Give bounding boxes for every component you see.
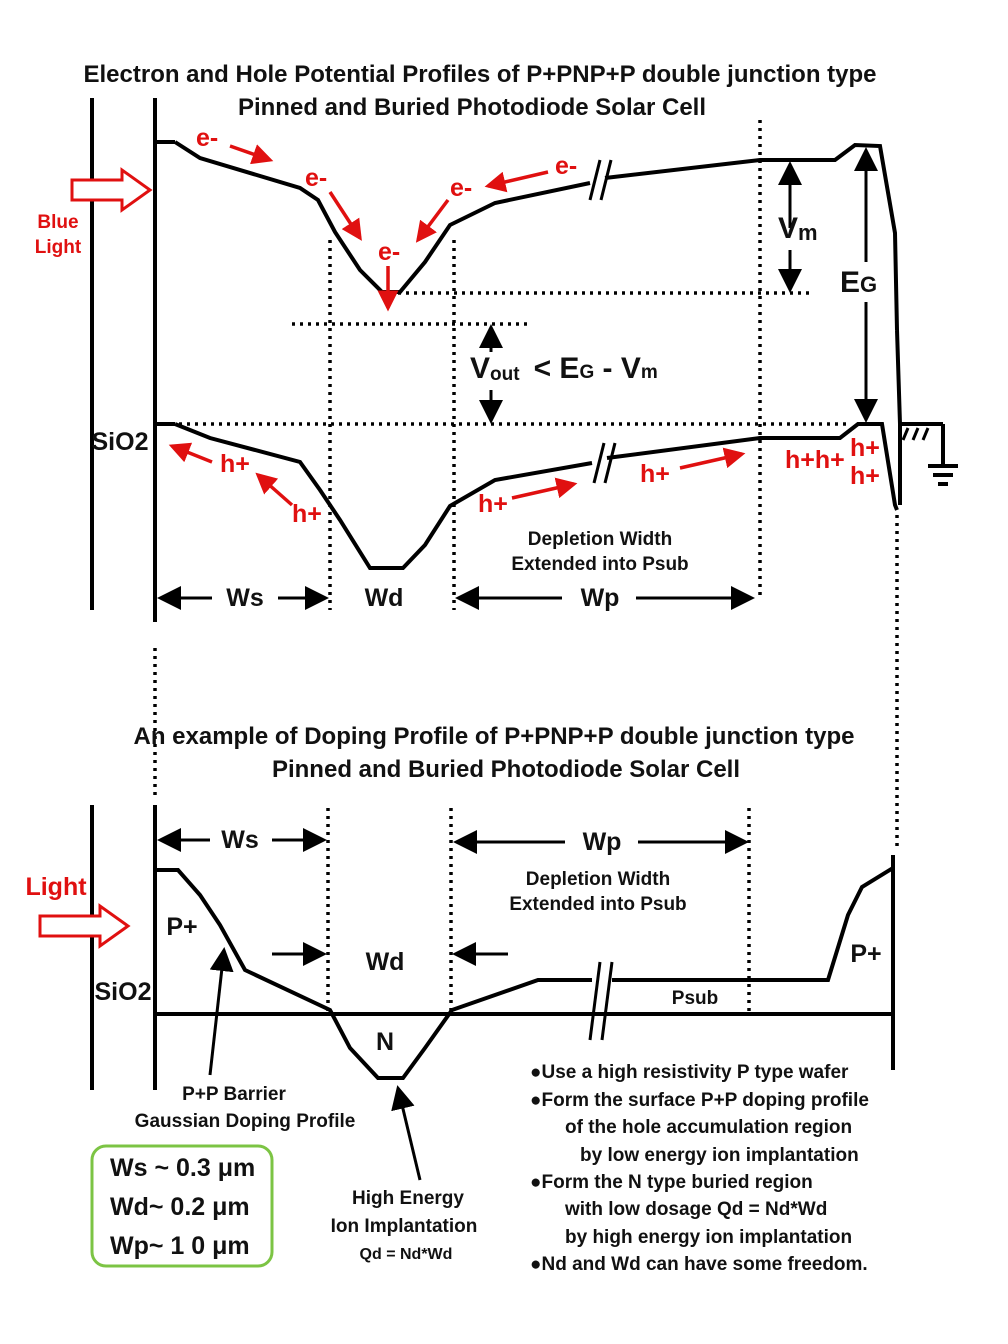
note-line: ●Form the N type buried region <box>530 1172 813 1193</box>
hole-label: h+ <box>850 462 880 490</box>
eg-label: EG <box>840 266 877 299</box>
electron-arrow <box>229 144 274 165</box>
hole-label: h+ <box>292 500 322 528</box>
top-depletion-label-1: Depletion Width <box>528 529 672 550</box>
hole-label: h+ <box>220 450 250 478</box>
barrier-pointer-arrow <box>208 947 234 1076</box>
break-mark <box>592 442 606 484</box>
barrier-label-1: P+P Barrier <box>182 1084 286 1105</box>
hole-cluster-label: h+h+ <box>785 446 845 474</box>
note-line: by low energy ion implantation <box>580 1145 859 1166</box>
electron-label: e- <box>196 124 218 152</box>
bottom-wp-label: Wp <box>583 828 622 856</box>
valence-band-right <box>606 422 899 511</box>
bottom-sio2-label: SiO2 <box>95 978 152 1006</box>
break-mark <box>603 442 617 484</box>
hole-arrow <box>511 477 578 500</box>
n-region-label: N <box>376 1028 394 1056</box>
top-title-line1: Electron and Hole Potential Profiles of … <box>83 61 876 88</box>
hole-label: h+ <box>478 490 508 518</box>
valence-band-left <box>174 422 593 570</box>
break-mark <box>588 961 602 1041</box>
break-mark <box>600 961 614 1041</box>
param-ws: Ws ~ 0.3 μm <box>110 1154 255 1182</box>
doping-profile-right <box>612 866 895 982</box>
electron-label: e- <box>555 152 577 180</box>
barrier-label-2: Gaussian Doping Profile <box>135 1111 356 1132</box>
note-line: of the hole accumulation region <box>565 1117 852 1138</box>
top-diagram: Electron and Hole Potential Profiles of … <box>35 61 958 622</box>
top-depletion-label-2: Extended into Psub <box>511 554 688 575</box>
ground-hatch <box>901 427 910 441</box>
conduction-band-right <box>604 142 899 331</box>
electron-arrow <box>484 170 549 193</box>
bottom-depletion-label-1: Depletion Width <box>526 869 670 890</box>
top-wd-label: Wd <box>365 584 404 612</box>
top-title-line2: Pinned and Buried Photodiode Solar Cell <box>238 94 706 121</box>
blue-light-arrow-icon <box>70 167 153 213</box>
ground-hatch <box>921 427 930 441</box>
electron-label: e- <box>378 238 400 266</box>
implant-label-3: Qd = Nd*Wd <box>360 1246 453 1263</box>
implant-label-1: High Energy <box>352 1188 464 1209</box>
break-mark <box>599 159 613 201</box>
bottom-title-line2: Pinned and Buried Photodiode Solar Cell <box>272 756 740 783</box>
conduction-band-left <box>173 140 591 294</box>
hole-arrow <box>168 442 213 464</box>
p-plus-right-label: P+ <box>850 940 881 968</box>
light-label: Light <box>25 873 87 901</box>
hole-label: h+ <box>640 460 670 488</box>
electron-arrow <box>415 198 450 243</box>
electron-arrow <box>328 191 362 241</box>
hole-label: h+ <box>850 434 880 462</box>
light-arrow-icon <box>38 903 131 949</box>
top-wp-label: Wp <box>581 584 620 612</box>
electron-label: e- <box>305 164 327 192</box>
bottom-wd-label: Wd <box>366 948 405 976</box>
params-box <box>90 1144 274 1268</box>
psub-label: Psub <box>672 988 718 1009</box>
bottom-ws-label: Ws <box>221 826 259 854</box>
break-mark <box>588 159 602 201</box>
implant-label-2: Ion Implantation <box>331 1216 478 1237</box>
param-wd: Wd~ 0.2 μm <box>110 1193 250 1221</box>
top-ws-label: Ws <box>226 584 264 612</box>
bottom-depletion-label-2: Extended into Psub <box>509 894 686 915</box>
vout-expression: Vout< EG - Vm <box>470 352 658 385</box>
blue-light-label-1: Blue <box>37 212 78 233</box>
bottom-diagram: An example of Doping Profile of P+PNP+P … <box>25 723 895 1275</box>
bottom-title-line1: An example of Doping Profile of P+PNP+P … <box>134 723 855 750</box>
param-wp: Wp~ 1 0 μm <box>110 1232 250 1260</box>
top-sio2-label: SiO2 <box>92 428 149 456</box>
vm-label: Vm <box>778 212 818 245</box>
hole-arrow <box>679 447 746 470</box>
note-line: ●Form the surface P+P doping profile <box>530 1090 869 1111</box>
note-line: with low dosage Qd = Nd*Wd <box>564 1199 827 1220</box>
implant-pointer-arrow <box>391 1085 422 1181</box>
ground-hatch <box>911 427 920 441</box>
electron-label: e- <box>450 174 472 202</box>
blue-light-label-2: Light <box>35 237 82 258</box>
note-line: ●Use a high resistivity P type wafer <box>530 1062 849 1083</box>
note-line: by high energy ion implantation <box>565 1227 852 1248</box>
contact-line <box>895 329 902 505</box>
p-plus-left-label: P+ <box>166 913 197 941</box>
hole-arrow <box>255 472 294 507</box>
note-line: ●Nd and Wd can have some freedom. <box>530 1254 868 1275</box>
